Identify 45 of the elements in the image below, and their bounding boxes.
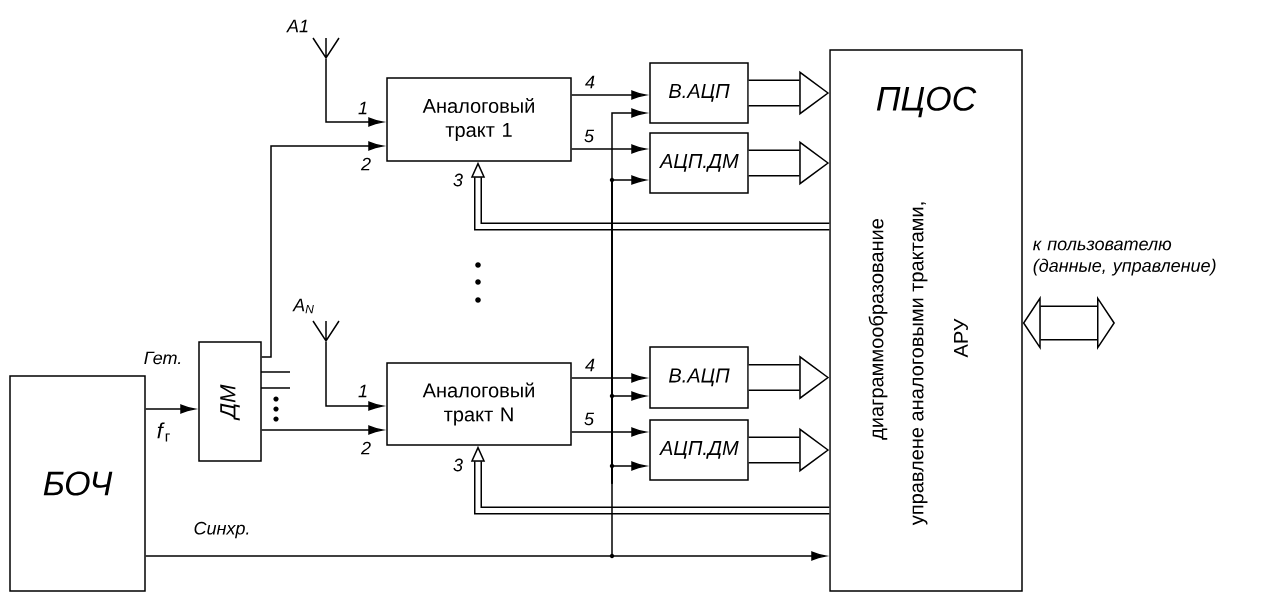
edge-label: 2 <box>360 441 371 455</box>
arrow <box>571 373 646 383</box>
arrow <box>325 341 383 411</box>
edge-label: Гет. <box>144 351 181 365</box>
block-description: диаграммообразование <box>868 219 888 440</box>
block: В.АЦП <box>649 62 749 124</box>
arrow <box>571 427 646 437</box>
block-description: управлене аналоговыми трактами, <box>912 202 928 526</box>
block: Аналоговый тракт N <box>386 362 572 446</box>
edge-label: 1 <box>358 101 367 115</box>
frequency-label: f$_{г}$ <box>157 422 170 442</box>
processing-block <box>829 49 1023 592</box>
arrow <box>145 551 826 561</box>
edge-label: 1 <box>358 384 367 398</box>
edge-label: к пользователю (данные, управление) <box>1033 240 1216 276</box>
arrow <box>261 141 383 358</box>
edge-label: 4 <box>585 75 595 89</box>
antenna-label: A1 <box>286 19 308 33</box>
block: АЦП.ДМ <box>649 132 749 194</box>
connector-line <box>611 179 613 397</box>
connector-line <box>611 465 613 557</box>
block: ДМ <box>198 341 262 462</box>
edge-label: 3 <box>453 173 463 187</box>
arrow <box>145 404 195 414</box>
antenna-label: A$_{N}$ <box>292 298 314 314</box>
block-title: ПЦОС <box>876 86 977 118</box>
block: АЦП.ДМ <box>649 419 749 481</box>
arrow <box>261 425 383 435</box>
arrow <box>325 58 383 127</box>
edge-label: 2 <box>360 157 371 171</box>
block-description: АРУ <box>954 318 968 358</box>
block: В.АЦП <box>649 346 749 409</box>
edge-label: 4 <box>585 358 595 372</box>
bus-arrow <box>1022 295 1115 351</box>
block: БОЧ <box>9 375 146 592</box>
arrow <box>571 90 646 100</box>
antenna-symbol <box>312 37 340 60</box>
edge-label: 5 <box>584 412 595 426</box>
edge-label: Синхр. <box>194 521 249 539</box>
block: Аналоговый тракт 1 <box>386 77 572 162</box>
edge-label: 3 <box>453 458 463 472</box>
antenna-symbol <box>312 320 340 343</box>
connector-line <box>611 395 613 467</box>
arrow <box>571 144 646 154</box>
edge-label: 5 <box>584 129 595 143</box>
